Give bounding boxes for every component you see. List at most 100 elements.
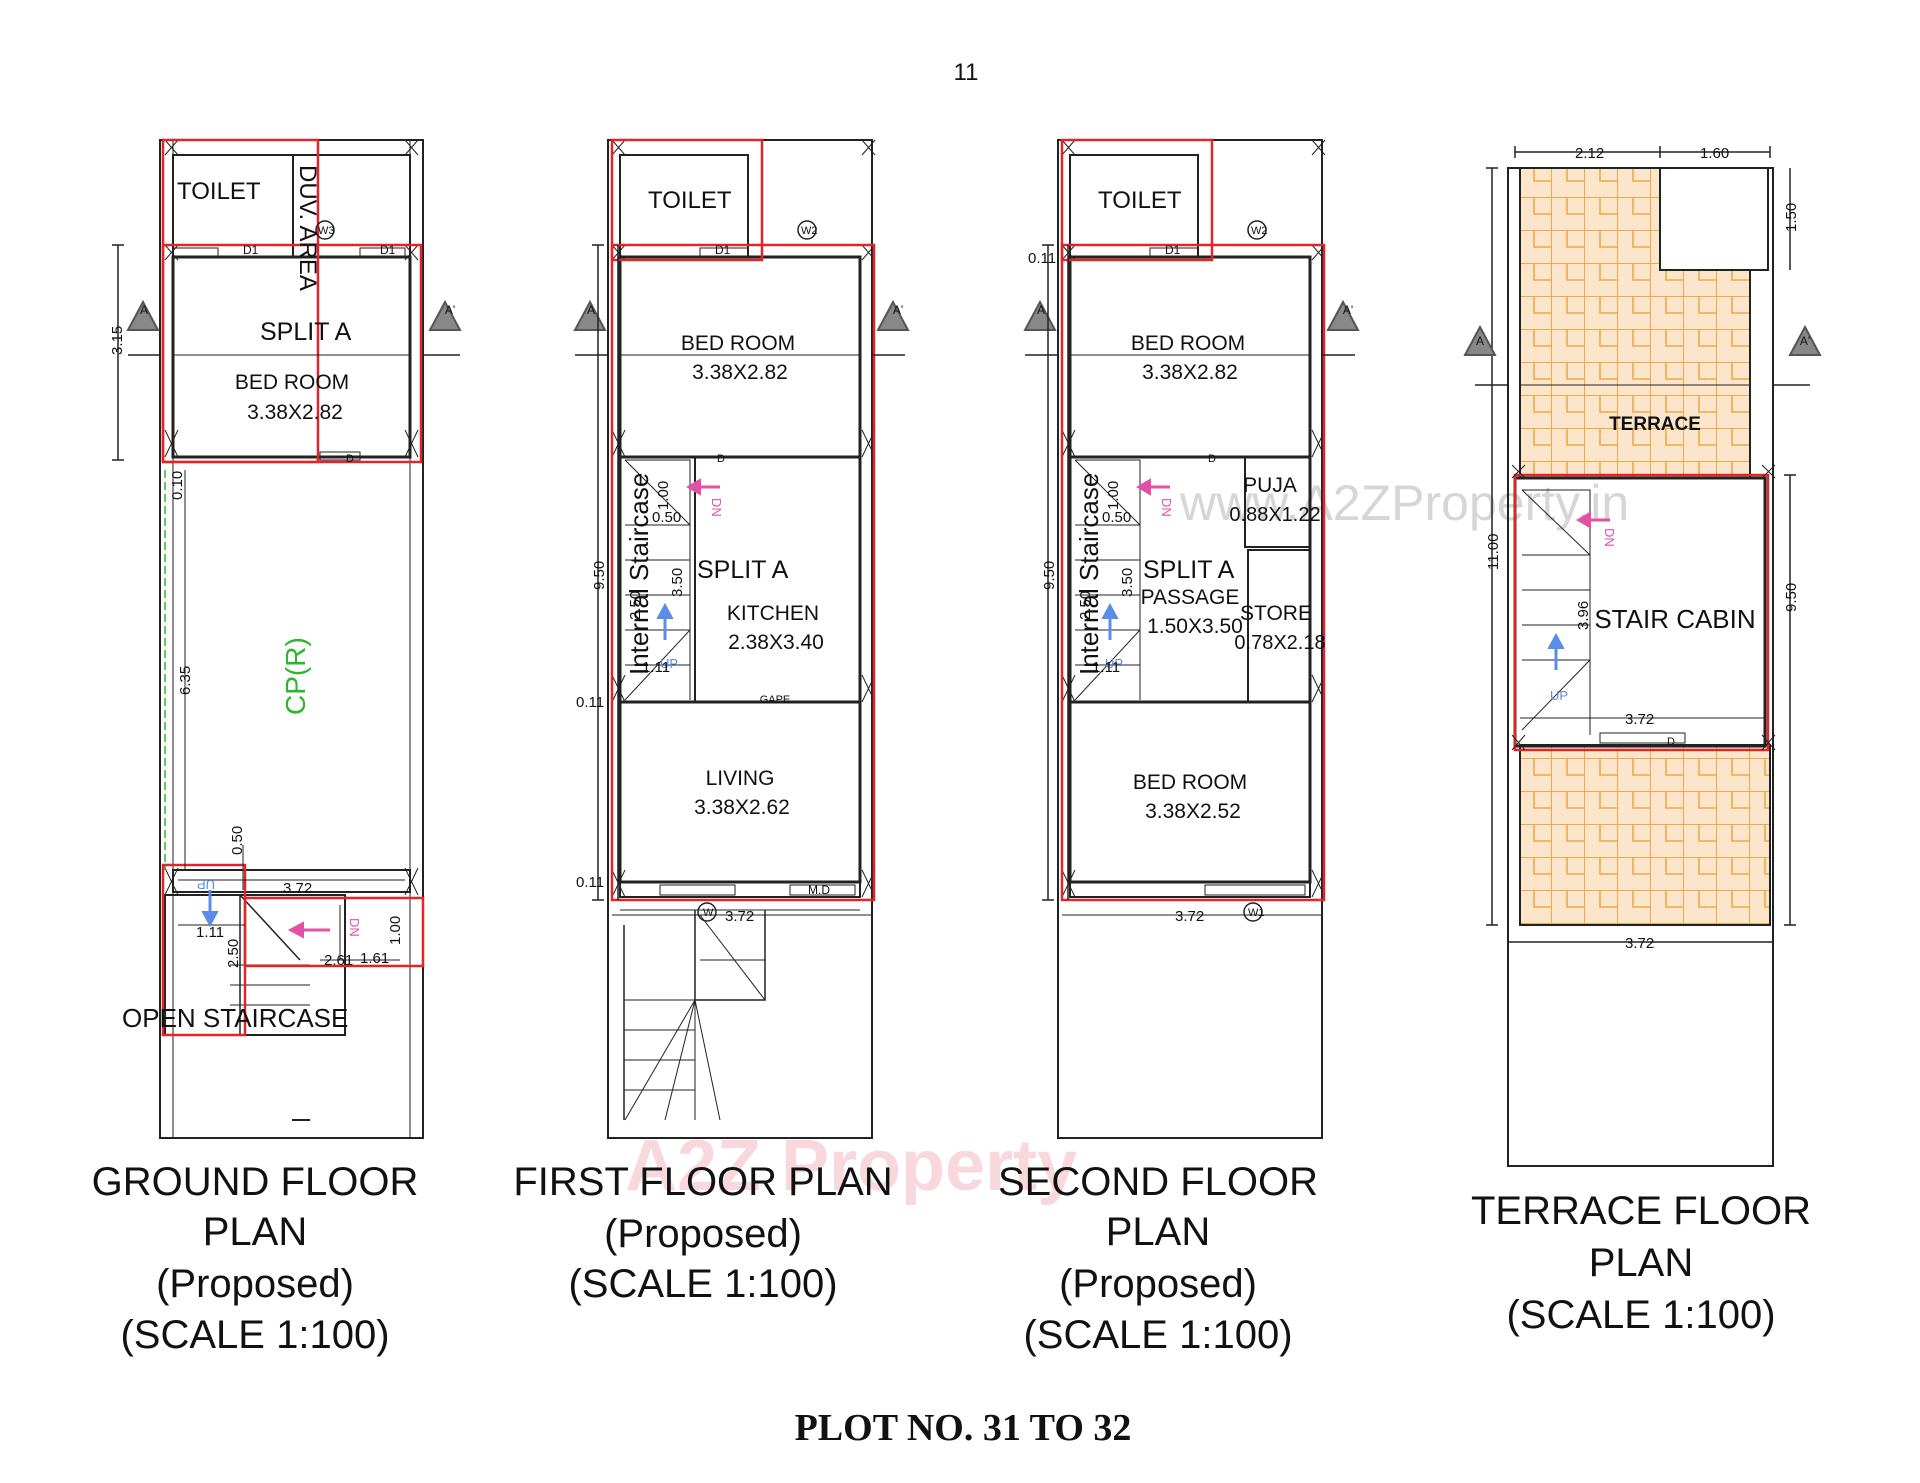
ff-stair-label: Internal Staircase [624, 473, 654, 675]
sf-bed1-label: BED ROOM [1131, 332, 1245, 355]
ff-title-1: FIRST FLOOR PLAN [513, 1160, 892, 1204]
ground-floor-labels: TOILET DUV. AREA W3 D1 D1 D SPLIT A BED … [92, 165, 455, 1357]
sf-store-label: STORE [1240, 602, 1312, 625]
gf-up-label: UP [197, 877, 215, 892]
sf-up-label: UP [1105, 656, 1123, 671]
sf-stair-label: Internal Staircase [1074, 473, 1104, 675]
gf-d1a-label: D1 [243, 243, 259, 257]
gf-dim-0-50: 0.50 [229, 826, 246, 855]
ff-split-label: SPLIT A [697, 556, 789, 584]
gf-w3-label: W3 [318, 225, 335, 237]
gf-dim-2-50: 2.50 [225, 939, 242, 968]
tf-marker-a-prime: A' [1800, 334, 1810, 348]
tf-stair-cabin-label: STAIR CABIN [1594, 604, 1755, 634]
sf-w1-label: W1 [1248, 907, 1265, 919]
gf-toilet-label: TOILET [177, 178, 261, 205]
sf-w2-label: W2 [1251, 225, 1268, 237]
tf-dim-3-72b: 3.72 [1625, 935, 1654, 952]
ff-dim-9-50: 9.50 [591, 561, 608, 590]
sf-passage-label: PASSAGE [1141, 586, 1240, 609]
sf-dim-3-72: 3.72 [1175, 908, 1204, 925]
gf-dim-0-10: 0.10 [169, 471, 186, 500]
ff-living-size: 3.38X2.62 [694, 796, 790, 819]
gf-dim-1-61: 1.61 [360, 950, 389, 967]
tf-dim-3-72a: 3.72 [1625, 711, 1654, 728]
gf-dim-1-00: 1.00 [387, 916, 404, 945]
gf-cp-label: CP(R) [280, 637, 311, 715]
ff-dim-1-00: 1.00 [655, 481, 672, 510]
watermark-url: www.A2ZProperty.in [1179, 475, 1629, 531]
sf-title-1: SECOND FLOOR [998, 1160, 1318, 1204]
second-floor-labels: TOILET W2 D1 D BED ROOM 3.38X2.82 Intern… [998, 187, 1353, 1357]
watermark-logo: A2Z Property [625, 1126, 1077, 1206]
sf-puja-size: 0.88X1.22 [1229, 504, 1320, 526]
sf-bed2-label: BED ROOM [1133, 771, 1247, 794]
sf-dim-1-11: 1.11 [1092, 659, 1120, 676]
sf-bed2-size: 3.38X2.52 [1145, 800, 1241, 823]
page-number: 11 [954, 59, 979, 86]
tf-dim-1-60: 1.60 [1700, 145, 1729, 162]
tf-dim-11-00: 11.00 [1485, 534, 1502, 570]
ff-d-label: D [717, 453, 725, 465]
first-floor-labels: TOILET W2 D1 D BED ROOM 3.38X2.82 Intern… [513, 187, 903, 1306]
sf-puja-label: PUJA [1243, 474, 1297, 497]
tf-dim-9-50: 9.50 [1783, 583, 1800, 612]
gf-title-1: GROUND FLOOR [92, 1160, 419, 1204]
gf-dim-3-72: 3.72 [283, 880, 312, 897]
tf-d-label: D [1667, 736, 1675, 748]
ff-w-label: W [703, 907, 714, 919]
ff-dim-1-11: 1.11 [642, 659, 670, 676]
tf-dn-label: DN [1602, 528, 1617, 547]
ff-kitchen-size: 2.38X3.40 [728, 631, 824, 654]
ff-dim-3-50: 3.50 [669, 568, 686, 597]
sf-dim-0-50: 0.50 [1102, 509, 1131, 526]
tf-dim-2-12: 2.12 [1575, 145, 1604, 162]
ff-kitchen-label: KITCHEN [727, 602, 819, 625]
sf-dn-label: DN [1159, 498, 1174, 517]
ff-bed-label: BED ROOM [681, 332, 795, 355]
ff-living-label: LIVING [706, 767, 775, 790]
sf-dim-2-50: 2.50 [1077, 591, 1094, 620]
tf-dim-1-50: 1.50 [1783, 203, 1800, 232]
ff-marker-a-prime: A' [893, 303, 903, 317]
ground-floor-plan [112, 138, 462, 1139]
sf-bed1-size: 3.38X2.82 [1142, 361, 1238, 384]
ff-up-label: UP [660, 656, 678, 671]
sf-passage-size: 1.50X3.50 [1147, 615, 1243, 638]
tf-up-label: UP [1550, 688, 1568, 703]
first-floor-plan [573, 138, 910, 1139]
sf-dim-0-11: 0.11 [1028, 250, 1056, 267]
plot-title: PLOT NO. 31 TO 32 [795, 1407, 1132, 1449]
sf-toilet-label: TOILET [1098, 187, 1182, 214]
sf-split-label: SPLIT A [1143, 556, 1235, 584]
sf-store-size: 0.78X2.18 [1234, 632, 1325, 654]
tf-marker-a: A [1476, 334, 1484, 348]
gf-duct-label: DUV. AREA [294, 165, 321, 291]
terrace-floor-labels: TERRACE STAIR CABIN D UP DN 2.12 1.60 1.… [1471, 145, 1811, 1337]
ff-md-label: M.D [808, 883, 830, 897]
ff-dim-0-11b: 0.11 [576, 874, 604, 891]
tf-terrace-label: TERRACE [1609, 414, 1701, 435]
gf-title-3: (Proposed) [156, 1262, 354, 1306]
gf-marker-a-prime: A' [445, 303, 455, 317]
ff-w2-label: W2 [801, 225, 818, 237]
ff-marker-a: A [587, 303, 595, 317]
gf-marker-a: A [140, 303, 148, 317]
sf-title-4: (SCALE 1:100) [1023, 1313, 1292, 1357]
gf-dim-1-11: 1.11 [196, 924, 224, 941]
sf-title-3: (Proposed) [1059, 1262, 1257, 1306]
ff-bed-size: 3.38X2.82 [692, 361, 788, 384]
gf-dn-label: DN [347, 918, 362, 937]
sf-title-2: PLAN [1106, 1210, 1211, 1254]
sf-dim-9-50: 9.50 [1041, 561, 1058, 590]
second-floor-plan [1023, 138, 1360, 1139]
gf-dim-2-61: 2.61 [324, 952, 353, 969]
terrace-floor-plan [1463, 146, 1822, 1167]
gf-split-label: SPLIT A [260, 318, 352, 346]
ff-d1-label: D1 [715, 243, 731, 257]
tf-title-1: TERRACE FLOOR [1471, 1189, 1811, 1233]
tf-title-3: (SCALE 1:100) [1506, 1293, 1775, 1337]
ff-title-2: (Proposed) [604, 1212, 802, 1256]
sf-d-label: D [1208, 453, 1216, 465]
